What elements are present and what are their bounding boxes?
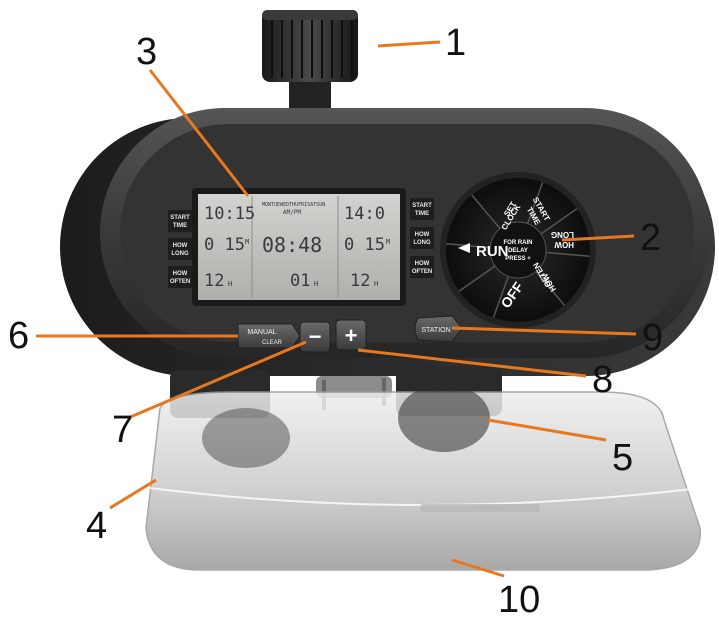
dial-how-long-1: HOW [554,240,574,249]
lcd-left-how-often: 12 [204,271,224,291]
dial-rain-delay-1: FOR RAIN [504,240,533,246]
label-start-time-right-1: START [412,203,432,209]
label-how-long-left-2: LONG [171,251,189,257]
lcd-display: 10:15 0 15 M 12 H MONTUEWEDTHUFRISATSUN … [192,188,406,306]
lcd-center-unit: H [314,280,318,288]
callout-1: 1 [445,22,466,64]
mode-dial[interactable]: RUN OFF SET CLOCK START TIME HOW LONG HO… [440,172,596,328]
callout-7: 7 [112,409,133,451]
protective-cover[interactable] [145,384,701,571]
callout-9: 9 [642,317,663,359]
clear-label: CLEAR [262,340,283,346]
left-side-labels: START TIME HOW LONG HOW OFTEN [168,210,192,288]
callout-6: 6 [8,315,29,357]
lcd-right-how-long-unit: M [386,238,390,246]
station-button[interactable]: STATION [414,315,463,343]
label-start-time-left-2: TIME [173,223,187,229]
label-how-often-left-2: OFTEN [170,279,190,285]
label-how-long-right-2: LONG [413,240,431,246]
callout-8: 8 [592,359,613,401]
lcd-clock-time: 08:48 [262,233,322,257]
lcd-left-how-often-unit: H [228,280,232,288]
label-start-time-left-1: START [170,215,190,221]
lcd-right-start-time: 14:0 [344,204,385,224]
label-how-long-right-1: HOW [415,232,430,238]
label-how-long-left-1: HOW [173,243,188,249]
plus-button[interactable]: + [335,319,367,351]
label-how-often-left-1: HOW [173,271,188,277]
dial-run-label: RUN [476,243,509,260]
label-how-often-right-1: HOW [415,261,430,267]
callout-2: 2 [640,217,661,259]
label-how-often-right-2: OFTEN [412,269,432,275]
leader-lines [36,40,637,578]
manual-label: MANUAL [247,329,276,336]
manual-clear-button[interactable]: MANUAL CLEAR [237,323,301,349]
dial-how-long-2: LONG [551,230,574,239]
label-start-time-right-2: TIME [415,211,429,217]
lcd-ampm: AM/PM [283,209,301,216]
right-side-labels: START TIME HOW LONG HOW OFTEN [410,198,434,278]
dial-rain-delay-2: DELAY [508,248,528,254]
plus-icon: + [345,323,358,348]
lcd-center-value: 01 [290,271,310,291]
callout-5: 5 [612,437,633,479]
lcd-weekdays: MONTUEWEDTHUFRISATSUN [262,202,325,208]
dial-pointer-icon [458,243,470,253]
callout-3: 3 [136,31,157,73]
callout-4: 4 [86,505,107,547]
station-label: STATION [421,327,450,334]
inlet-connector [262,10,358,110]
minus-icon: − [309,324,322,349]
lcd-right-how-long: 0 15 [344,235,385,255]
lcd-left-how-long: 0 15 [204,235,245,255]
lcd-left-start-time: 10:15 [204,204,255,224]
lcd-right-how-often-unit: H [374,280,378,288]
minus-button[interactable]: − [299,321,331,353]
lcd-left-how-long-unit: M [245,238,249,246]
dial-rain-delay-3: PRESS + [505,256,531,262]
callout-10: 10 [498,579,540,617]
lcd-right-how-often: 12 [350,271,370,291]
